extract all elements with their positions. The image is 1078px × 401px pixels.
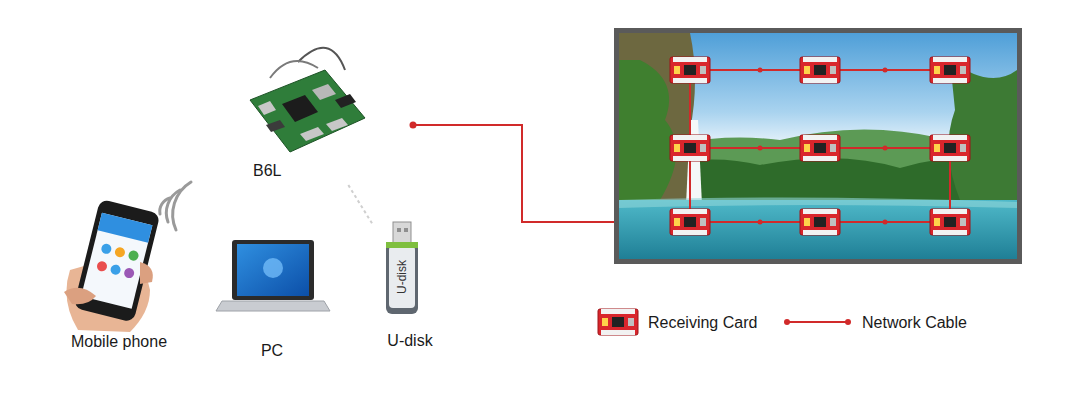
controller-board: B6L (245, 55, 370, 183)
legend-card-sample (598, 309, 638, 335)
dashed-link (347, 183, 372, 223)
mobile-phone: Mobile phone (50, 175, 190, 355)
device-label: PC (261, 341, 283, 360)
device-label: U-disk (387, 331, 432, 350)
legend-line-sample (784, 319, 851, 325)
usb-disk: U-diskU-disk (372, 215, 447, 353)
legend-text: Receiving Card (648, 313, 757, 332)
legend-text: Network Cable (862, 313, 967, 332)
board-label: B6L (253, 161, 281, 180)
device-label: Mobile phone (71, 332, 167, 351)
pc-laptop: PC (215, 235, 330, 363)
stick-print: U-disk (395, 260, 409, 294)
